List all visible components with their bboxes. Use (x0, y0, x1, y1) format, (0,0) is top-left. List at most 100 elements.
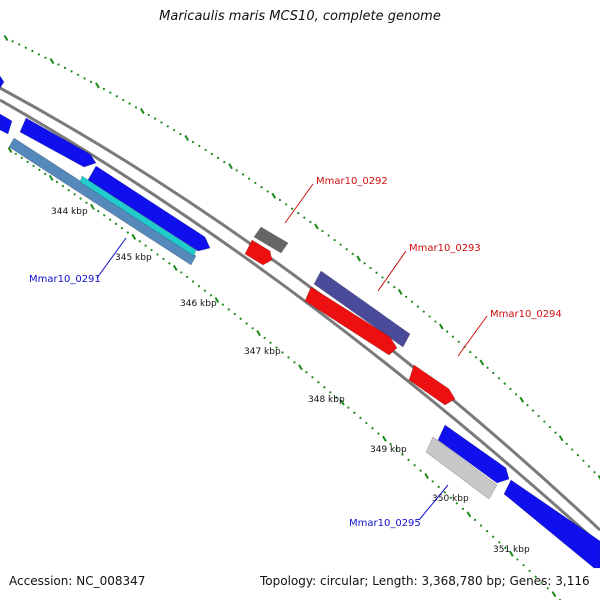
minor-tick-dot (162, 257, 165, 261)
major-tick-mark (48, 174, 54, 181)
minor-tick-dot (479, 524, 483, 527)
accession-text: Accession: NC_008347 (9, 574, 146, 588)
minor-tick-dot (407, 458, 410, 462)
gene-arrow[interactable] (408, 364, 456, 406)
gene-label[interactable]: Mmar10_0292 (316, 176, 388, 187)
minor-tick-dot (156, 253, 159, 256)
minor-tick-dot (461, 507, 465, 510)
minor-tick-dot (516, 558, 519, 561)
minor-tick-dot (63, 66, 67, 69)
tick-label: 346 kbp (180, 299, 217, 309)
minor-tick-dot (221, 303, 224, 306)
minor-tick-dot (97, 209, 100, 213)
gene-arrow[interactable] (437, 424, 510, 484)
minor-tick-dot (345, 248, 348, 251)
minor-tick-dot (347, 406, 350, 409)
minor-tick-dot (44, 56, 47, 59)
minor-tick-dot (469, 351, 472, 354)
outer-tick-ring (3, 34, 600, 480)
major-tick-mark (382, 435, 387, 442)
gene-arrow[interactable] (253, 226, 289, 254)
minor-tick-dot (565, 442, 568, 445)
minor-tick-dot (321, 229, 324, 233)
minor-tick-dot (537, 414, 540, 418)
minor-tick-dot (531, 409, 535, 412)
gene-arrow[interactable] (425, 436, 498, 500)
minor-tick-dot (375, 271, 378, 274)
gene-arrow[interactable] (313, 270, 411, 348)
minor-tick-dot (204, 148, 207, 152)
gene-arrow[interactable] (503, 479, 600, 569)
gene-arrow[interactable] (0, 113, 13, 135)
tick-label: 347 kbp (244, 347, 281, 357)
minor-tick-dot (416, 305, 420, 308)
minor-tick-dot (509, 387, 512, 391)
minor-tick-dot (239, 317, 242, 320)
minor-tick-dot (114, 222, 118, 225)
minor-tick-dot (393, 285, 396, 289)
minor-tick-dot (179, 132, 182, 136)
gene-arrow[interactable] (19, 117, 97, 168)
gene-arrow[interactable] (304, 286, 398, 356)
gene-label[interactable]: Mmar10_0293 (409, 243, 481, 254)
minor-tick-dot (134, 106, 138, 109)
gene-arrow[interactable] (0, 75, 5, 89)
minor-tick-dot (528, 569, 531, 573)
tick-label: 350 kbp (432, 494, 469, 504)
major-tick-mark (509, 550, 514, 557)
gene-label[interactable]: Mmar10_0295 (349, 518, 421, 529)
minor-tick-dot (305, 371, 308, 374)
major-tick-mark (438, 323, 444, 330)
backbone-ring (0, 86, 600, 547)
minor-tick-dot (115, 95, 118, 98)
minor-tick-dot (323, 386, 326, 389)
backbone-outer-line (0, 86, 600, 532)
minor-tick-dot (492, 371, 495, 375)
minor-tick-dot (395, 448, 398, 451)
major-tick-mark (424, 473, 430, 480)
minor-tick-dot (180, 271, 183, 274)
minor-tick-dot (543, 420, 546, 423)
minor-tick-dot (303, 216, 306, 219)
minor-tick-dot (223, 161, 226, 164)
minor-tick-dot (260, 186, 263, 189)
tick-label: 348 kbp (308, 395, 345, 405)
minor-tick-dot (329, 391, 332, 394)
minor-tick-dot (327, 234, 330, 237)
tick-label: 345 kbp (115, 253, 152, 263)
major-tick-mark (466, 511, 472, 518)
gene-arrow[interactable] (87, 165, 211, 252)
major-tick-mark (256, 330, 261, 337)
gene-arrow[interactable] (8, 137, 197, 266)
minor-tick-dot (203, 289, 207, 292)
minor-tick-dot (291, 207, 294, 210)
minor-tick-dot (410, 300, 414, 303)
gene-label[interactable]: Mmar10_0294 (490, 309, 562, 320)
minor-tick-dot (504, 546, 507, 550)
minor-tick-dot (474, 356, 478, 359)
gene-arrow[interactable] (244, 239, 273, 266)
scale-tick-labels: 344 kbp 345 kbp 346 kbp 347 kbp 348 kbp … (51, 207, 530, 555)
minor-tick-dot (263, 336, 266, 340)
minor-tick-dot (102, 87, 106, 91)
minor-tick-dot (254, 181, 257, 185)
major-tick-mark (597, 474, 600, 480)
minor-tick-dot (109, 91, 112, 94)
backbone-inner-line (0, 98, 600, 547)
minor-tick-dot (20, 156, 23, 159)
minor-tick-dot (381, 276, 384, 279)
minor-tick-dot (365, 421, 368, 425)
minor-tick-dot (210, 152, 213, 156)
gene-arrow[interactable] (79, 175, 197, 257)
major-tick-mark (314, 223, 319, 230)
minor-tick-dot (293, 361, 296, 364)
tick-label: 351 kbp (493, 545, 530, 555)
minor-tick-dot (24, 46, 27, 49)
feature-tracks (0, 75, 600, 569)
minor-tick-dot (437, 485, 440, 488)
gene-label[interactable]: Mmar10_0291 (29, 274, 101, 285)
major-tick-mark (479, 359, 485, 366)
minor-tick-dot (359, 416, 362, 419)
minor-tick-dot (160, 121, 163, 124)
